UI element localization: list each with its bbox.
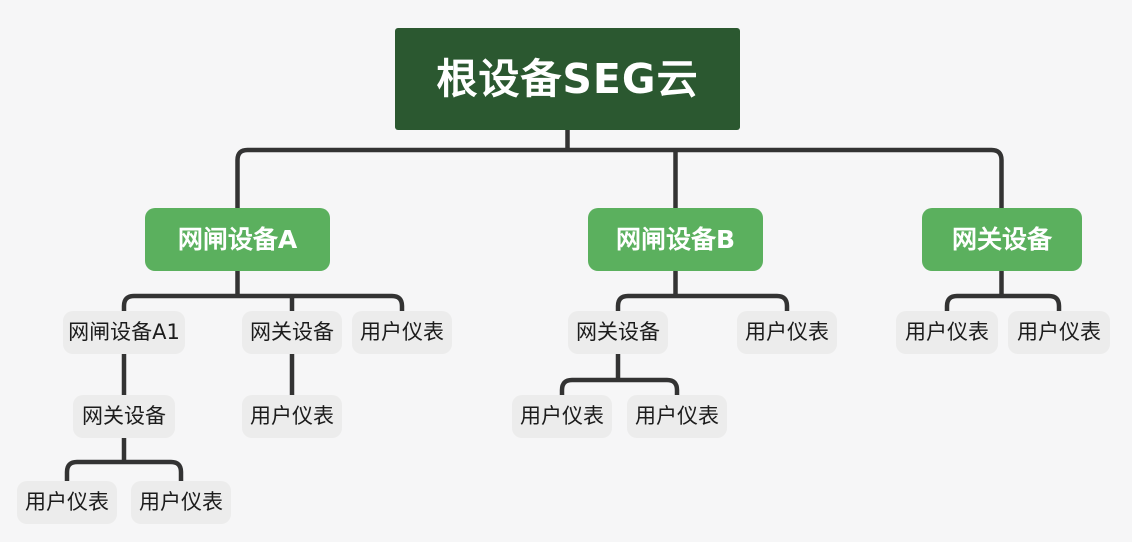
- edge-root-bus: [235, 147, 1004, 208]
- node-meter-under-a[interactable]: 用户仪表: [352, 311, 452, 354]
- node-gateway-under-b[interactable]: 网关设备: [568, 311, 668, 354]
- node-meter-right-2[interactable]: 用户仪表: [1008, 311, 1110, 354]
- node-meter-right-1[interactable]: 用户仪表: [896, 311, 998, 354]
- node-meter-under-gateway-b-1[interactable]: 用户仪表: [512, 395, 612, 438]
- edge-gateway-b-bus: [559, 377, 680, 395]
- node-gatekeeper-a1[interactable]: 网闸设备A1: [63, 311, 185, 354]
- node-meter-under-gateway-a1-1[interactable]: 用户仪表: [17, 481, 117, 524]
- edge-gateway-right-bus: [944, 293, 1062, 311]
- node-meter-under-b[interactable]: 用户仪表: [737, 311, 837, 354]
- node-gateway-under-a1[interactable]: 网关设备: [73, 395, 175, 438]
- node-root-seg-cloud[interactable]: 根设备SEG云: [395, 28, 740, 130]
- node-meter-under-gateway-a1-2[interactable]: 用户仪表: [131, 481, 231, 524]
- node-gatekeeper-a[interactable]: 网闸设备A: [145, 208, 330, 271]
- node-meter-under-gateway-b-2[interactable]: 用户仪表: [627, 395, 727, 438]
- edge-b-bus: [615, 293, 790, 311]
- node-gateway-under-a[interactable]: 网关设备: [242, 311, 342, 354]
- node-meter-under-gateway-a[interactable]: 用户仪表: [242, 395, 342, 438]
- edge-gateway-a1-bus: [64, 459, 184, 481]
- node-gateway-right[interactable]: 网关设备: [922, 208, 1082, 271]
- edge-a-bus: [121, 293, 405, 311]
- node-gatekeeper-b[interactable]: 网闸设备B: [588, 208, 763, 271]
